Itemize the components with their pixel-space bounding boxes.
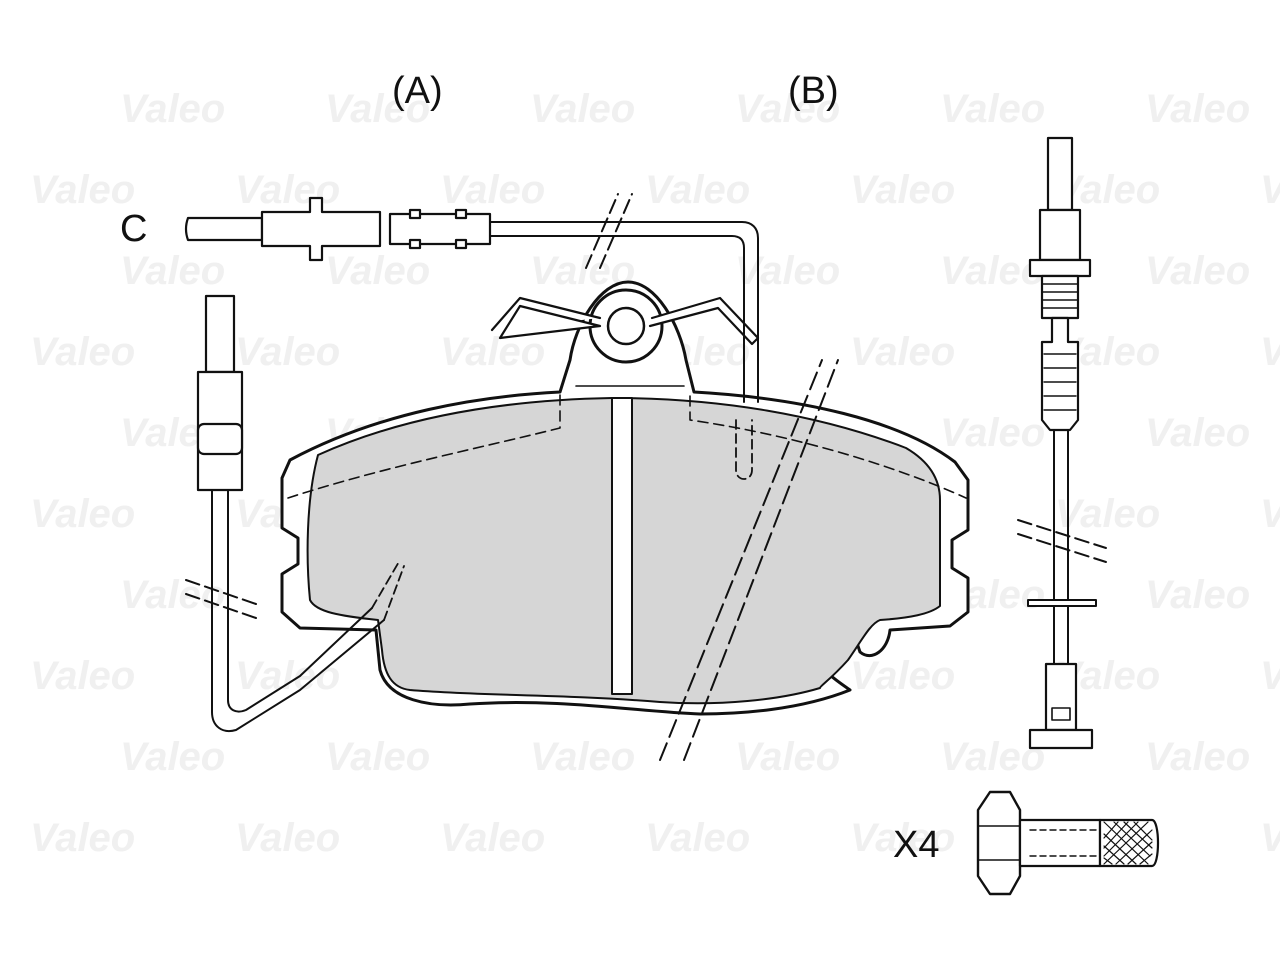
watermark-text: Valeo xyxy=(530,735,635,779)
break-mark-c xyxy=(585,193,633,269)
watermark-text: Valeo xyxy=(120,249,225,293)
watermark-text: Valeo xyxy=(850,654,955,698)
hidden-edge-dashed xyxy=(287,394,967,499)
caliper-bolt xyxy=(976,790,1160,896)
watermark-text: Valeo xyxy=(30,168,135,212)
watermark-text: Valeo xyxy=(30,816,135,860)
plug-notch-3 xyxy=(454,208,468,220)
watermark-text: Valeo xyxy=(30,654,135,698)
probe-boot xyxy=(1040,316,1080,432)
watermark-text: Valeo xyxy=(735,87,840,131)
break-mark-a xyxy=(185,579,257,619)
watermark-text: Valeo xyxy=(440,816,545,860)
watermark-text: Valeo xyxy=(735,249,840,293)
watermark-text: Valeo xyxy=(440,168,545,212)
connector-c-body xyxy=(260,196,382,262)
plug-notch-1 xyxy=(408,208,422,220)
probe-tip xyxy=(1046,136,1074,212)
probe-clip xyxy=(1027,599,1097,607)
plug-notch-4 xyxy=(454,238,468,250)
label-x4: X4 xyxy=(893,824,940,866)
watermark-text: Valeo xyxy=(645,168,750,212)
bolt-head-faces xyxy=(977,825,1021,861)
watermark-text: Valeo xyxy=(120,573,225,617)
probe-flange xyxy=(1028,258,1092,278)
brake-pad xyxy=(280,280,970,716)
wear-pin xyxy=(735,419,753,480)
wire-c xyxy=(489,221,759,403)
label-a: (A) xyxy=(392,70,443,112)
probe-end-plate xyxy=(1028,728,1094,750)
wear-sensor-probe xyxy=(1017,136,1107,750)
wear-sensor-wire-a xyxy=(185,294,405,732)
probe-wire xyxy=(1053,429,1069,665)
probe-thread xyxy=(1040,274,1080,320)
watermark-text: Valeo xyxy=(30,492,135,536)
connector-a-top xyxy=(204,294,236,374)
watermark-text: Valeo xyxy=(235,816,340,860)
wear-sensor-wire-c xyxy=(184,193,759,403)
watermark-text: Valeo xyxy=(440,330,545,374)
bolt-shank xyxy=(1018,818,1102,868)
watermark-text: Valeo xyxy=(325,735,430,779)
watermark-text: Valeo xyxy=(120,87,225,131)
connector-c-plug xyxy=(388,212,492,246)
watermark-text: Valeo xyxy=(325,87,430,131)
watermark-text: Valeo xyxy=(530,87,635,131)
bolt-shank-line xyxy=(1029,829,1101,857)
probe-thread-lines xyxy=(1041,283,1079,309)
watermark-text: Valeo xyxy=(1260,168,1280,212)
break-mark-probe xyxy=(1017,519,1107,563)
watermark-text: Valeo xyxy=(850,816,955,860)
probe-shoulder xyxy=(1038,208,1082,262)
watermark-text: Valeo xyxy=(120,735,225,779)
label-b: (B) xyxy=(788,70,839,112)
watermark-text: Valeo xyxy=(850,168,955,212)
wire-a xyxy=(211,489,385,732)
watermark-text: Valeo xyxy=(1145,573,1250,617)
watermark-text: Valeo xyxy=(1145,87,1250,131)
watermark-text: Valeo xyxy=(645,816,750,860)
watermark-text: Valeo xyxy=(850,330,955,374)
watermark-text: Valeo xyxy=(1260,816,1280,860)
wire-a-dashed xyxy=(371,559,405,621)
watermark-text: Valeo xyxy=(1145,249,1250,293)
watermark-text: Valeo xyxy=(735,735,840,779)
watermark-text: Valeo xyxy=(30,330,135,374)
bolt-knurl xyxy=(1103,821,1153,865)
watermark-text: Valeo xyxy=(940,249,1045,293)
watermark-text: Valeo xyxy=(1260,492,1280,536)
section-cut-lines xyxy=(659,359,839,761)
watermark-text: Valeo xyxy=(325,249,430,293)
label-c: C xyxy=(120,208,148,250)
anti-rattle-spring xyxy=(490,296,760,346)
watermark-text: Valeo xyxy=(1260,330,1280,374)
watermark-text: Valeo xyxy=(940,411,1045,455)
probe-boot-ribs xyxy=(1043,353,1077,411)
bolt-head xyxy=(976,790,1022,896)
watermark-text: Valeo xyxy=(235,654,340,698)
watermark-text: Valeo xyxy=(1145,411,1250,455)
mounting-hole-inner xyxy=(606,306,646,346)
watermark-text: Valeo xyxy=(235,330,340,374)
watermark-text: Valeo xyxy=(1260,654,1280,698)
probe-end-window xyxy=(1051,707,1071,721)
connector-c-tip xyxy=(184,216,264,242)
watermark-text: Valeo xyxy=(940,87,1045,131)
centre-slot xyxy=(611,397,633,695)
plug-notch-2 xyxy=(408,238,422,250)
watermark-text: Valeo xyxy=(1145,735,1250,779)
watermark-text: Valeo xyxy=(1055,492,1160,536)
connector-a-window xyxy=(196,422,244,456)
watermark-text: Valeo xyxy=(940,735,1045,779)
